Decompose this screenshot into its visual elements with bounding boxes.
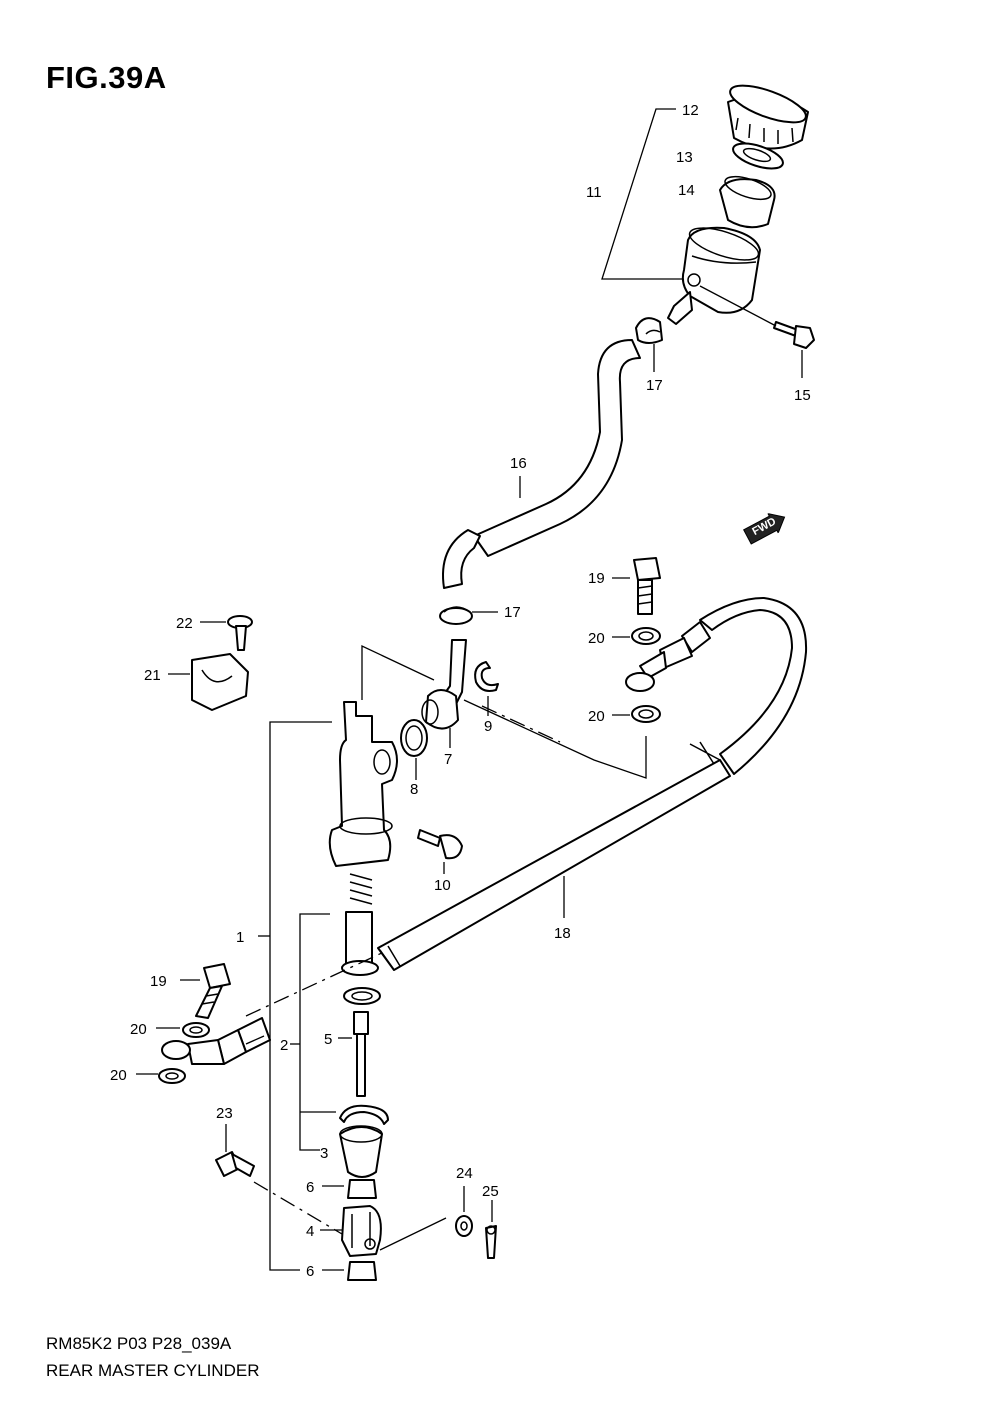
circlip-3 [339,1104,389,1125]
callout-5: 5 [324,1031,332,1048]
cup [343,987,381,1005]
union-bolt-upper [612,557,661,615]
callout-4: 4 [306,1223,314,1240]
callout-8: 8 [410,781,418,798]
hose-clip-top [635,317,663,372]
callout-11: 11 [586,184,602,201]
reservoir-cap [727,84,809,150]
o-ring [400,719,428,780]
callout-17-lower: 17 [504,604,521,621]
callout-20-a: 20 [588,630,605,647]
reservoir-hose [442,339,641,589]
circlip-9 [474,661,499,716]
hose-joint [421,639,467,748]
hose-lower-end [161,1017,271,1065]
piston [341,911,379,976]
hose-guide [168,653,249,711]
spring [349,873,373,905]
callout-9: 9 [484,718,492,735]
callout-1: 1 [236,929,244,946]
nut-lower [322,1261,377,1281]
callout-19-lower: 19 [150,973,167,990]
nut-upper [322,1179,377,1199]
reservoir-bolt [699,285,815,378]
mounting-bolt [417,829,463,874]
callout-23: 23 [216,1105,233,1122]
callout-18: 18 [554,925,571,942]
callout-20-c: 20 [130,1021,147,1038]
cotter-pin [485,1200,497,1259]
push-rod [338,1011,369,1097]
union-bolt-lower [180,963,231,1019]
hose-clip-lower [439,606,498,625]
callout-20-b: 20 [588,708,605,725]
brake-hose [245,597,808,1017]
callout-10: 10 [434,877,451,894]
washer-20d [136,1068,186,1084]
callout-17-top: 17 [646,377,663,394]
reservoir-body [667,226,761,325]
washer-20c [156,1022,210,1038]
callout-12: 12 [682,102,699,119]
callout-15: 15 [794,387,811,404]
callout-13: 13 [676,149,693,166]
callout-7: 7 [444,751,452,768]
callout-labels: 12 13 14 11 15 17 16 17 19 20 20 22 21 7… [110,102,811,1280]
callout-22: 22 [176,615,193,632]
figure-title: FIG.39A [46,60,167,95]
boot [339,1125,383,1178]
washer-20a [612,627,661,645]
reservoir-bracket [601,108,688,280]
diaphragm [719,175,776,229]
clevis-pin [215,1124,343,1235]
master-cylinder-body [328,701,398,867]
rod-joint [320,1205,382,1257]
forward-direction-arrow: FWD [741,507,790,547]
callout-16: 16 [510,455,527,472]
callout-6-lower: 6 [306,1263,314,1280]
figure-code: RM85K2 P03 P28_039A [46,1334,232,1353]
callout-21: 21 [144,667,161,684]
callout-3: 3 [320,1145,328,1162]
guide-screw [200,615,253,651]
callout-6-upper: 6 [306,1179,314,1196]
washer-24 [379,1186,473,1251]
arrow-icon [743,512,786,545]
diaphragm-plate [732,142,784,170]
callout-20-d: 20 [110,1067,127,1084]
callout-19-upper: 19 [588,570,605,587]
callout-24: 24 [456,1165,473,1182]
callout-25: 25 [482,1183,499,1200]
figure-name: REAR MASTER CYLINDER [46,1361,260,1380]
callout-2: 2 [280,1037,288,1054]
callout-14: 14 [678,182,695,199]
washer-20b [612,705,661,723]
